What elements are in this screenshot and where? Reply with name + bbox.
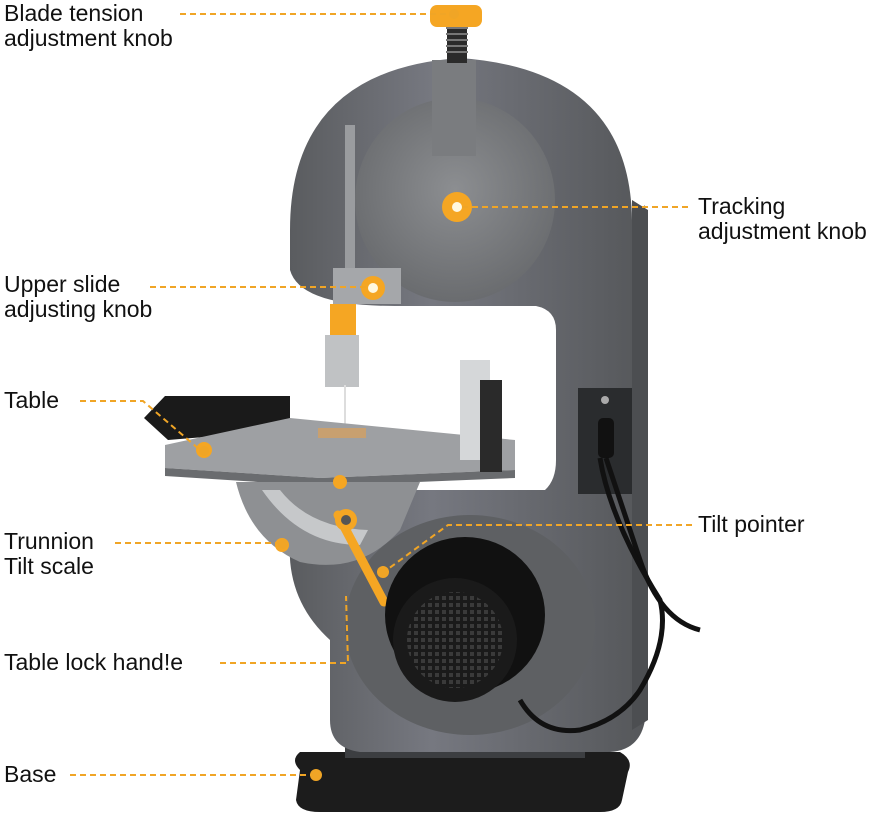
label-table-lock-line1: Table lock hand!e <box>4 649 184 675</box>
leader-tilt-pointer <box>383 524 692 573</box>
label-tracking-line1: Tracking <box>698 193 786 219</box>
leader-table-lock <box>220 595 350 664</box>
label-upper-slide: Upper slide adjusting knob <box>4 272 152 322</box>
leader-dot-base <box>310 769 322 781</box>
label-table-line1: Table <box>4 387 59 413</box>
leader-dot-tilt-pointer <box>378 567 388 577</box>
leader-dot-blade-tension <box>449 9 459 19</box>
blade-guard-column <box>325 125 401 440</box>
label-blade-tension-line1: Blade tension <box>4 0 144 26</box>
leader-dot-table <box>199 446 209 456</box>
label-table-lock: Table lock hand!e <box>4 650 183 675</box>
label-trunnion-line2: Tilt scale <box>4 553 94 579</box>
leader-dot-tracking <box>452 202 462 212</box>
label-tracking: Tracking adjustment knob <box>698 194 867 244</box>
upper-wheel-slot <box>432 60 476 156</box>
switch-and-cord <box>517 388 701 734</box>
label-table: Table <box>4 388 59 413</box>
leader-dot-trunnion <box>278 539 288 549</box>
label-base-line1: Base <box>4 761 57 787</box>
label-tracking-line2: adjustment knob <box>698 218 867 244</box>
label-blade-tension: Blade tension adjustment knob <box>4 1 173 51</box>
label-upper-slide-line2: adjusting knob <box>4 296 153 322</box>
label-upper-slide-line1: Upper slide <box>4 271 121 297</box>
label-blade-tension-line2: adjustment knob <box>4 25 173 51</box>
motor-part <box>385 537 545 702</box>
leader-table <box>80 400 201 451</box>
label-tilt-pointer-line1: Tilt pointer <box>698 511 805 537</box>
label-tilt-pointer: Tilt pointer <box>698 512 805 537</box>
label-trunnion: Trunnion Tilt scale <box>4 529 94 579</box>
leader-dot-upper-slide <box>368 283 378 293</box>
label-trunnion-line1: Trunnion <box>4 528 94 554</box>
label-base: Base <box>4 762 56 787</box>
leader-lines <box>70 9 692 781</box>
